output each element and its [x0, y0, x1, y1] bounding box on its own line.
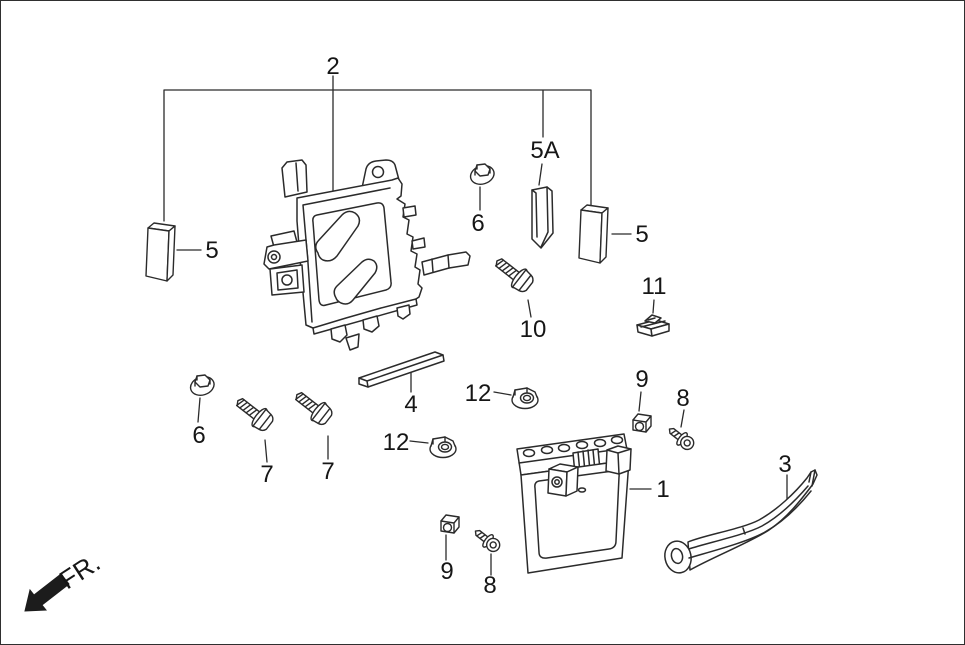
- callout-3: 3: [778, 451, 791, 478]
- callout-6-top: 6: [471, 210, 484, 237]
- callout-9-bottom: 9: [440, 558, 453, 585]
- leader-lines: [163, 75, 788, 576]
- leader-7-left: [264, 439, 268, 463]
- part-4-rubber-strip: [358, 351, 445, 388]
- callout-8-top: 8: [676, 385, 689, 412]
- callout-4: 4: [404, 391, 417, 418]
- callout-7-right: 7: [321, 458, 334, 485]
- part-11-clip-nut: [636, 314, 670, 337]
- part-6-flange-nut-left: [187, 372, 218, 399]
- front-direction-indicator: FR.: [24, 547, 105, 612]
- callout-1: 1: [656, 476, 669, 503]
- leader-10: [527, 299, 532, 318]
- part-2-battery-box-bracket: [263, 159, 471, 351]
- leader-2-bracket: [163, 75, 592, 222]
- callout-5-left: 5: [205, 237, 218, 264]
- callout-10: 10: [520, 316, 547, 343]
- callout-5a: 5A: [530, 137, 559, 164]
- callout-labels: 2 5 5A 5 6 6 10 11 9 8 4 12 12 7 7 1 9 8…: [192, 53, 791, 599]
- part-6-flange-nut-top: [467, 161, 498, 188]
- part-5-rubber-pad-left: [145, 222, 176, 282]
- part-9-square-nut-bottom: [440, 514, 460, 534]
- callout-11: 11: [642, 273, 667, 300]
- part-10-flange-bolt: [489, 251, 538, 296]
- part-3-battery-stay: [664, 469, 818, 574]
- leader-12-top: [493, 391, 512, 396]
- part-12-flange-nut-bottom: [429, 436, 457, 459]
- callout-2: 2: [326, 53, 339, 80]
- callout-9-top: 9: [635, 366, 648, 393]
- part-5a-shim: [531, 186, 554, 249]
- part-1-battery: [516, 433, 632, 574]
- part-7-flange-bolt-left: [230, 391, 277, 435]
- part-8-screw-bottom: [470, 524, 504, 556]
- part-5-rubber-pad-right: [578, 204, 609, 264]
- leader-12-bottom: [409, 440, 429, 444]
- leader-6-left: [197, 397, 201, 423]
- part-7-flange-bolt-right: [289, 385, 336, 429]
- front-arrow-icon: [24, 573, 70, 612]
- callout-12-top: 12: [465, 380, 492, 407]
- leader-8-top: [680, 409, 685, 428]
- leader-11: [652, 299, 655, 314]
- callout-7-left: 7: [260, 461, 273, 488]
- callout-8-bottom: 8: [483, 572, 496, 599]
- callout-6-left: 6: [192, 422, 205, 449]
- leader-5a: [538, 163, 543, 186]
- part-9-square-nut-top: [632, 413, 652, 433]
- callout-12-bottom: 12: [383, 429, 410, 456]
- callout-5-right: 5: [635, 221, 648, 248]
- leader-9-top: [638, 391, 642, 412]
- part-12-flange-nut-top: [511, 387, 539, 410]
